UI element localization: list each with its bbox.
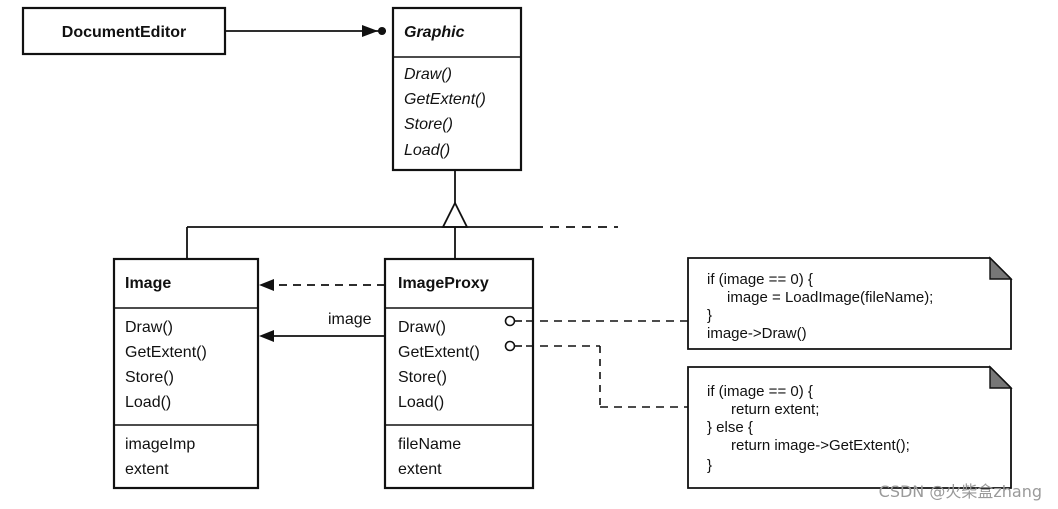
document-editor-class[interactable]: DocumentEditor	[21, 6, 227, 56]
graphic-op-store: Store()	[404, 116, 453, 133]
image-class[interactable]: Image Draw() GetExtent() Store() Load() …	[112, 257, 260, 490]
getextent-note-anchor-circle	[504, 340, 516, 352]
image-op-load: Load()	[125, 394, 171, 411]
image-proxy-op-store: Store()	[398, 369, 447, 386]
aggregation-document-editor-graphic	[225, 25, 386, 37]
image-op-draw: Draw()	[125, 319, 173, 336]
note-draw-line-3: }	[707, 307, 712, 324]
dependency-proxy-to-image	[259, 279, 385, 291]
note-draw-line-4: image->Draw()	[707, 325, 807, 342]
note-getextent: if (image == 0) { return extent; } else …	[687, 365, 1013, 489]
graphic-name: Graphic	[404, 24, 465, 41]
note-connectors	[515, 320, 688, 408]
note-extent-line-1: if (image == 0) {	[707, 383, 813, 400]
note-draw-line-2: image = LoadImage(fileName);	[727, 289, 933, 306]
image-op-getextent: GetExtent()	[125, 344, 207, 361]
association-label: image	[328, 311, 372, 328]
image-attr-imageimp: imageImp	[125, 436, 195, 453]
note-draw-line-1: if (image == 0) {	[707, 271, 813, 288]
note-extent-line-4: return image->GetExtent();	[731, 437, 910, 454]
image-proxy-name: ImageProxy	[398, 275, 489, 292]
note-extent-line-2: return extent;	[731, 401, 819, 418]
note-extent-line-3: } else {	[707, 419, 753, 436]
image-op-store: Store()	[125, 369, 174, 386]
note-draw: if (image == 0) { image = LoadImage(file…	[687, 256, 1013, 350]
image-attr-extent: extent	[125, 461, 169, 478]
document-editor-name: DocumentEditor	[62, 24, 186, 41]
image-proxy-attr-filename: fileName	[398, 436, 461, 453]
image-proxy-op-draw: Draw()	[398, 319, 446, 336]
image-proxy-attr-extent: extent	[398, 461, 442, 478]
graphic-op-getextent: GetExtent()	[404, 91, 486, 108]
image-proxy-op-getextent: GetExtent()	[398, 344, 480, 361]
watermark: CSDN @火柴盒zhang	[879, 482, 1042, 501]
image-proxy-class[interactable]: ImageProxy Draw() GetExtent() Store() Lo…	[383, 257, 535, 490]
image-name: Image	[125, 275, 171, 292]
association-proxy-to-image: image	[259, 311, 385, 342]
draw-note-anchor-circle	[504, 315, 516, 327]
inheritance-tree	[186, 170, 618, 259]
note-extent-line-5: }	[707, 457, 712, 474]
graphic-class[interactable]: Graphic Draw() GetExtent() Store() Load(…	[391, 6, 523, 172]
graphic-op-draw: Draw()	[404, 66, 452, 83]
graphic-op-load: Load()	[404, 142, 450, 159]
image-proxy-op-load: Load()	[398, 394, 444, 411]
